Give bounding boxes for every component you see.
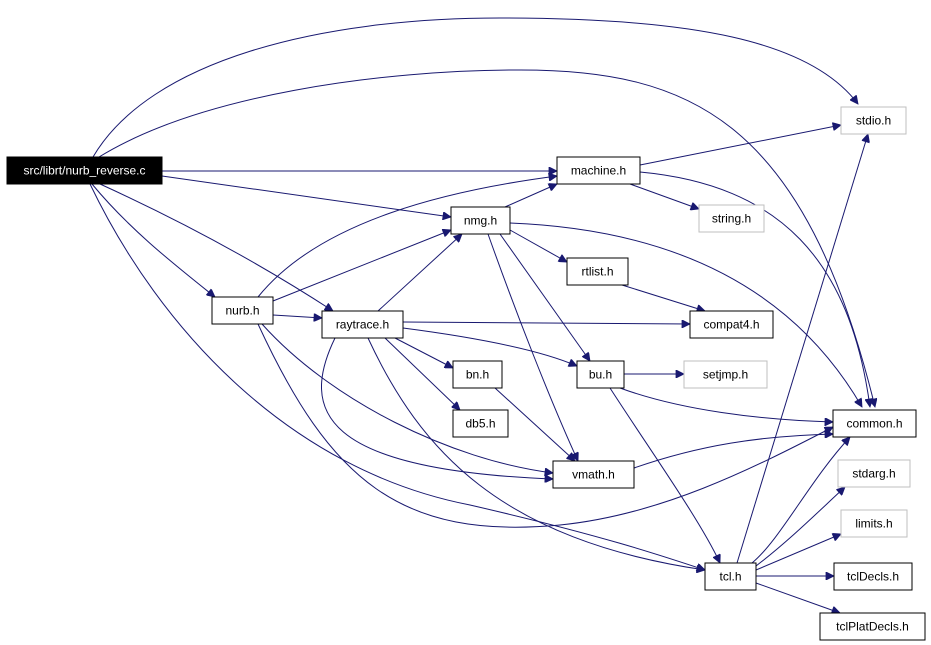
edge-root-to-tcl [89, 183, 705, 570]
edge-tcl-to-limits [755, 534, 841, 571]
node-label-string: string.h [712, 212, 751, 226]
node-box-bn [452, 360, 503, 389]
node-label-tclPlatDecls: tclPlatDecls.h [836, 620, 909, 634]
node-tcl[interactable]: tcl.h [704, 562, 757, 591]
edge-tcl-to-tclPlatDecls [755, 582, 840, 613]
edge-nurb-to-vmath [261, 323, 553, 473]
edge-raytrace-to-compat4 [402, 322, 690, 324]
node-tclDecls[interactable]: tclDecls.h [833, 562, 913, 591]
node-label-bn: bn.h [466, 368, 489, 382]
node-vmath[interactable]: vmath.h [552, 460, 635, 489]
edge-raytrace-to-nmg [377, 234, 462, 312]
node-db5[interactable]: db5.h [452, 409, 509, 438]
edge-tcl-to-stdio [736, 134, 868, 564]
edge-nmg-to-machine [504, 184, 557, 208]
edge-rtlist-to-compat4 [621, 284, 705, 311]
node-raytrace[interactable]: raytrace.h [321, 310, 404, 339]
edge-machine-to-common [639, 171, 870, 407]
node-label-compat4: compat4.h [703, 318, 759, 332]
node-box-tclDecls [833, 562, 913, 591]
node-box-string [698, 204, 765, 233]
node-compat4[interactable]: compat4.h [689, 310, 774, 339]
node-string: string.h [698, 204, 765, 233]
edge-raytrace-to-bn [394, 337, 453, 369]
node-box-tcl [704, 562, 757, 591]
node-nurb[interactable]: nurb.h [211, 296, 274, 325]
edge-nmg-to-rtlist [509, 229, 567, 262]
node-box-nmg [450, 206, 511, 235]
edges-layer [89, 17, 875, 613]
node-label-db5: db5.h [465, 417, 495, 431]
node-label-raytrace: raytrace.h [336, 318, 389, 332]
edge-nurb-to-nmg [272, 230, 451, 302]
node-label-rtlist: rtlist.h [581, 265, 613, 279]
edge-nurb-to-machine [257, 176, 557, 298]
edge-raytrace-to-bu [402, 327, 577, 366]
node-stdio: stdio.h [840, 106, 907, 135]
edge-root-to-common [98, 69, 875, 407]
node-label-stdarg: stdarg.h [852, 467, 895, 481]
node-label-machine: machine.h [571, 164, 626, 178]
node-bn[interactable]: bn.h [452, 360, 503, 389]
edge-root-to-raytrace [99, 183, 333, 311]
node-box-setjmp [683, 360, 768, 389]
node-label-nmg: nmg.h [464, 214, 497, 228]
node-label-stdio: stdio.h [856, 114, 891, 128]
node-box-compat4 [689, 310, 774, 339]
node-label-bu: bu.h [589, 368, 612, 382]
node-box-bu [576, 360, 625, 389]
edge-bu-to-common [619, 387, 833, 422]
node-label-tclDecls: tclDecls.h [847, 570, 899, 584]
node-box-stdio [840, 106, 907, 135]
edge-machine-to-string [629, 183, 699, 209]
nodes-layer: src/librt/nurb_reverse.c machine.h stdio.h… [6, 106, 926, 641]
node-rtlist[interactable]: rtlist.h [566, 257, 629, 286]
node-nmg[interactable]: nmg.h [450, 206, 511, 235]
node-box-nurb [211, 296, 274, 325]
edge-root-to-nmg [161, 175, 451, 217]
edge-nurb-to-raytrace [272, 315, 322, 318]
edge-raytrace-to-vmath [321, 337, 553, 479]
node-box-root [6, 156, 163, 185]
node-box-tclPlatDecls [819, 612, 926, 641]
node-box-limits [840, 509, 908, 538]
edge-nmg-to-common [509, 222, 862, 407]
edge-machine-to-stdio [639, 125, 841, 166]
node-label-tcl: tcl.h [719, 570, 741, 584]
edge-vmath-to-common [633, 434, 833, 469]
node-label-vmath: vmath.h [572, 468, 615, 482]
edge-nmg-to-vmath [487, 233, 578, 461]
node-label-setjmp: setjmp.h [703, 368, 748, 382]
edge-nmg-to-bu [499, 233, 590, 361]
node-machine[interactable]: machine.h [556, 156, 641, 185]
edge-raytrace-to-tcl [367, 337, 705, 570]
edge-bu-to-tcl [609, 387, 720, 563]
node-label-common: common.h [846, 417, 902, 431]
node-box-db5 [452, 409, 509, 438]
node-box-stdarg [837, 459, 911, 488]
edge-root-to-nurb [91, 183, 215, 297]
node-box-machine [556, 156, 641, 185]
edge-raytrace-to-db5 [384, 337, 460, 410]
node-stdarg: stdarg.h [837, 459, 911, 488]
edge-root-to-stdio [92, 17, 858, 158]
edge-bn-to-vmath [494, 387, 575, 461]
node-label-root: src/librt/nurb_reverse.c [23, 164, 145, 178]
edge-tcl-to-common [751, 437, 850, 564]
node-box-vmath [552, 460, 635, 489]
node-root[interactable]: src/librt/nurb_reverse.c [6, 156, 163, 185]
node-box-raytrace [321, 310, 404, 339]
node-common[interactable]: common.h [832, 409, 917, 438]
node-setjmp: setjmp.h [683, 360, 768, 389]
node-tclPlatDecls[interactable]: tclPlatDecls.h [819, 612, 926, 641]
node-box-rtlist [566, 257, 629, 286]
node-limits: limits.h [840, 509, 908, 538]
node-bu[interactable]: bu.h [576, 360, 625, 389]
node-label-nurb: nurb.h [225, 304, 259, 318]
edge-tcl-to-stdarg [755, 487, 845, 567]
node-label-limits: limits.h [855, 517, 892, 531]
node-box-common [832, 409, 917, 438]
